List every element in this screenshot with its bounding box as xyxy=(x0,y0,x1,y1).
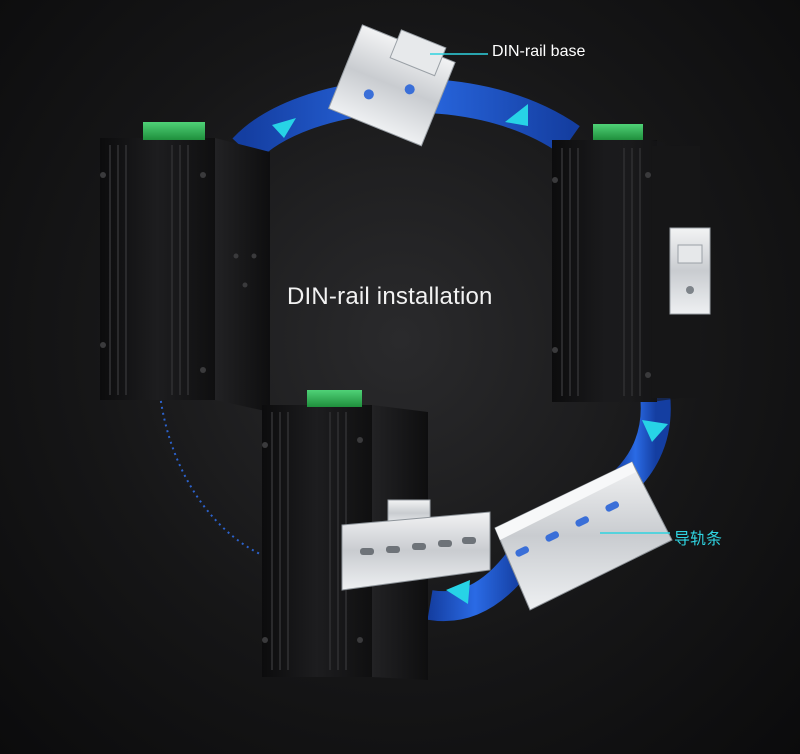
arrow-head-left xyxy=(272,118,296,138)
left-dotted-arc xyxy=(159,394,263,556)
arrow-head-lower-right xyxy=(642,420,668,442)
diagram-title: DIN-rail installation xyxy=(287,283,493,310)
rail-strip-part xyxy=(494,461,673,611)
din-rail-base-label: DIN-rail base xyxy=(492,43,586,60)
din-rail-base-part xyxy=(328,24,456,147)
device-left xyxy=(100,122,270,412)
bottom-flow-band xyxy=(427,550,532,622)
device-bottom xyxy=(262,390,491,680)
rail-strip-label: 导轨条 xyxy=(674,531,723,548)
arrow-head-bottom xyxy=(446,580,470,604)
device-right xyxy=(552,124,711,402)
din-rail-mounted xyxy=(341,511,491,591)
din-clip-mounted xyxy=(669,227,711,315)
terminal-block-right xyxy=(593,124,643,140)
arrow-head-right xyxy=(505,104,528,126)
terminal-block-left xyxy=(143,122,205,140)
terminal-block-bottom xyxy=(307,390,362,407)
